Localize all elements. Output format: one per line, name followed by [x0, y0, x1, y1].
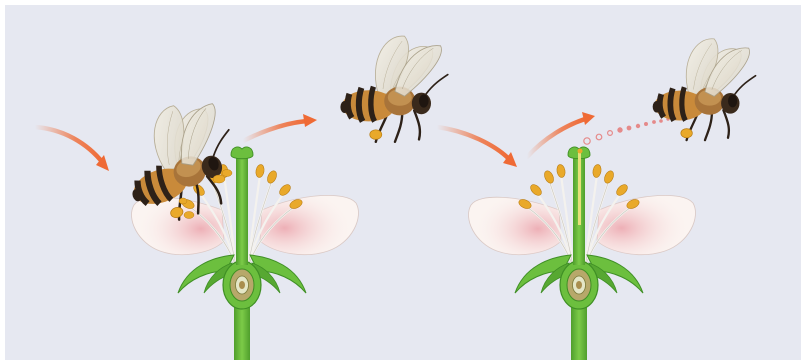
pollen-grain-on-stigma — [578, 149, 583, 154]
diagram-canvas — [5, 5, 801, 360]
pollination-diagram — [5, 5, 801, 360]
pollen-tube — [578, 151, 581, 225]
